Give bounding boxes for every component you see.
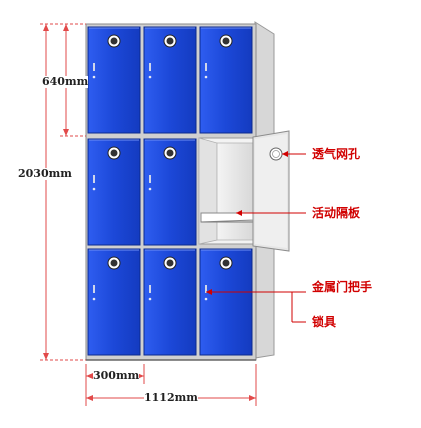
locker-door xyxy=(143,138,197,246)
locker-door xyxy=(199,248,253,356)
vent-hole-icon xyxy=(163,256,177,270)
door-width-label: 300mm xyxy=(93,369,140,382)
door-height-label: 640mm xyxy=(42,75,89,88)
open-door-panel xyxy=(252,130,290,252)
handle-icon xyxy=(148,63,152,79)
locker-door xyxy=(199,26,253,134)
vent-hole-icon xyxy=(163,146,177,160)
handle-icon xyxy=(92,63,96,79)
locker-door xyxy=(143,248,197,356)
locker-door xyxy=(87,248,141,356)
locker-door xyxy=(143,26,197,134)
lock-label: 锁具 xyxy=(312,315,337,329)
open-compartment xyxy=(198,137,254,245)
vent-hole-icon xyxy=(163,34,177,48)
locker-door xyxy=(87,138,141,246)
total-height-label: 2030mm xyxy=(18,167,72,180)
locker-doors xyxy=(87,26,253,356)
vent-hole-icon xyxy=(219,256,233,270)
vent-hole-icon xyxy=(107,256,121,270)
vent-hole-icon xyxy=(107,34,121,48)
handle-icon xyxy=(92,285,96,301)
locker-door xyxy=(87,26,141,134)
handle-icon xyxy=(204,285,208,301)
metal-handle-label: 金属门把手 xyxy=(312,280,373,294)
vent-hole-icon xyxy=(269,147,283,161)
handle-icon xyxy=(148,285,152,301)
callout-arrows xyxy=(206,151,288,295)
handle-icon xyxy=(92,175,96,191)
total-width-label: 1112mm xyxy=(144,391,198,404)
vent-hole-icon xyxy=(107,146,121,160)
vent-hole-icon xyxy=(219,34,233,48)
handle-icon xyxy=(148,175,152,191)
vent-hole-label: 透气网孔 xyxy=(312,147,361,161)
handle-icon xyxy=(204,63,208,79)
movable-shelf-label: 活动隔板 xyxy=(312,206,361,220)
movable-shelf xyxy=(200,212,254,223)
